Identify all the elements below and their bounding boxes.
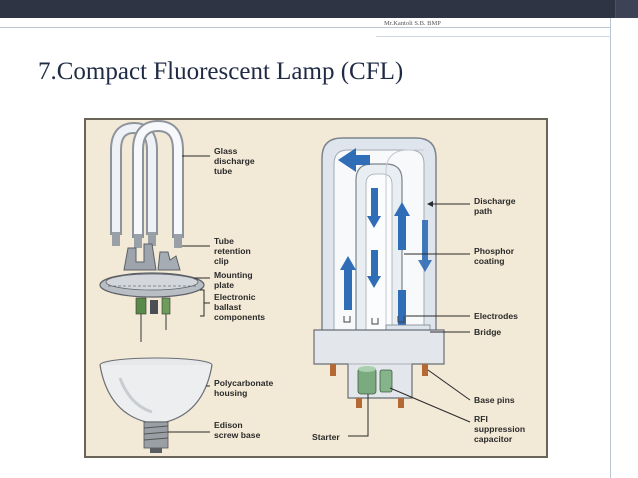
edison-screw-base <box>143 421 169 453</box>
cutaway-lamp <box>321 137 437 330</box>
label-edison-screw-base: Edison screw base <box>214 420 261 440</box>
slide-top-bar-accent <box>615 0 638 18</box>
cfl-diagram: Glass discharge tube Tube retention clip… <box>84 118 548 458</box>
header-rule <box>0 27 610 28</box>
slide-title: 7.Compact Fluorescent Lamp (CFL) <box>38 58 404 85</box>
cfl-diagram-svg: Glass discharge tube Tube retention clip… <box>99 120 528 453</box>
electrodes <box>343 316 405 325</box>
label-electrodes: Electrodes <box>474 311 518 321</box>
right-leader-lines <box>348 201 471 437</box>
rfi-capacitor <box>379 369 393 393</box>
label-polycarbonate-housing: Polycarbonate housing <box>214 378 276 398</box>
author-credit: Mr.Kantoli S.B. BMP <box>384 20 441 27</box>
label-discharge-path: Discharge path <box>474 196 518 216</box>
starter <box>357 366 377 395</box>
mounting-plate <box>99 272 205 298</box>
electronic-ballast <box>135 297 171 342</box>
label-tube-retention-clip: Tube retention clip <box>214 236 253 266</box>
label-bridge: Bridge <box>474 327 501 337</box>
label-starter: Starter <box>312 432 340 442</box>
tube-retention-clip <box>123 243 181 271</box>
lamp-base <box>313 329 445 399</box>
polycarbonate-housing <box>99 357 213 423</box>
glass-discharge-tube <box>110 120 184 248</box>
label-electronic-ballast: Electronic ballast components <box>214 292 265 322</box>
right-rule <box>610 18 611 478</box>
base-pins <box>330 364 428 408</box>
subheader-rule <box>376 36 610 37</box>
slide-top-bar <box>0 0 638 18</box>
left-leader-lines <box>168 155 210 433</box>
label-phosphor-coating: Phosphor coating <box>474 246 517 266</box>
label-base-pins: Base pins <box>474 395 515 405</box>
label-mounting-plate: Mounting plate <box>214 270 255 290</box>
label-rfi-capacitor: RFI suppression capacitor <box>474 414 528 444</box>
label-glass-discharge-tube: Glass discharge tube <box>214 146 257 176</box>
